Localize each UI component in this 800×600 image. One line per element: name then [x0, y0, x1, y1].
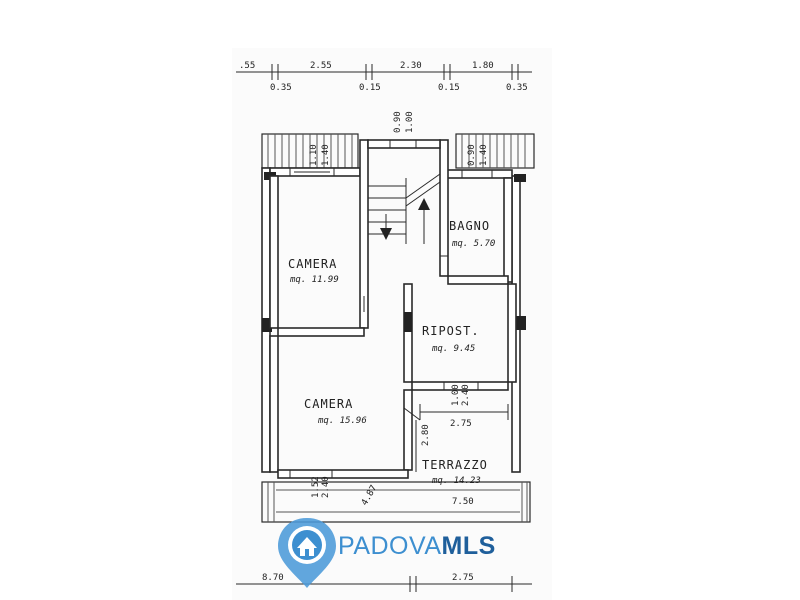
logo-text-mls: MLS	[442, 532, 496, 560]
dim-top-1: 2.55	[310, 61, 332, 71]
room-area-ripostiglio: mq. 9.45	[431, 344, 475, 354]
terrazzo-area	[415, 404, 509, 472]
room-name-ripostiglio: RIPOST.	[422, 324, 480, 338]
dim-balcony-length: 7.50	[452, 497, 474, 507]
dim-door-camera-1: 2.40	[321, 476, 331, 498]
bottom-hatched-balcony	[261, 481, 531, 523]
dim-bottom-0: 8.70	[262, 573, 284, 583]
dim-window-camera-1: 1.40	[321, 144, 331, 166]
room-name-camera-top: CAMERA	[288, 257, 337, 271]
camera-bottom-room	[269, 335, 421, 479]
dim-door-ripost-1: 2.40	[461, 384, 471, 406]
dim-sub-2: 0.15	[438, 83, 460, 93]
room-area-terrazzo: mq. 14.23	[431, 476, 481, 486]
dim-door-ripost-0: 1.00	[451, 384, 461, 406]
room-name-bagno: BAGNO	[449, 219, 490, 233]
top-dimension-line: .55 2.55 2.30 1.80 0.35 0.15 0.15 0.35	[236, 61, 532, 93]
stairwell	[359, 139, 449, 329]
dim-sub-1: 0.15	[359, 83, 381, 93]
dim-sub-0: 0.35	[270, 83, 292, 93]
dim-window-bagno-1: 1.40	[479, 144, 489, 166]
ripostiglio-room	[403, 283, 517, 391]
room-name-camera-bottom: CAMERA	[304, 397, 353, 411]
room-name-terrazzo: TERRAZZO	[422, 458, 488, 472]
dim-window-stair-0: 0.90	[393, 111, 403, 133]
svg-text:PADOVAMLS: PADOVAMLS	[338, 532, 496, 560]
room-area-camera-top: mq. 11.99	[289, 275, 339, 285]
dim-door-camera-0: 1.52	[311, 476, 321, 498]
bottom-dimension-line: 8.70 2.75	[236, 573, 532, 592]
dim-window-camera-0: 1.10	[309, 144, 319, 166]
dim-window-bagno-0: 0.90	[467, 144, 477, 166]
room-area-bagno: mq. 5.70	[451, 239, 495, 249]
bagno-room	[440, 169, 513, 285]
dim-top-0: .55	[239, 61, 255, 71]
dim-top-3: 1.80	[472, 61, 494, 71]
dim-sub-3: 0.35	[506, 83, 528, 93]
dim-top-2: 2.30	[400, 61, 422, 71]
room-area-camera-bottom: mq. 15.96	[317, 416, 367, 426]
padovamls-logo: PADOVAMLS	[278, 518, 496, 588]
location-pin-icon	[278, 518, 336, 588]
dim-bottom-1: 2.75	[452, 573, 474, 583]
paper-sheet	[232, 48, 552, 600]
top-right-hatched-balcony	[455, 133, 535, 169]
dim-terrazzo-width: 2.75	[450, 419, 472, 429]
dim-window-stair-1: 1.00	[405, 111, 415, 133]
logo-text-padova: PADOVA	[338, 532, 442, 560]
camera-top-room	[269, 167, 365, 337]
dim-terrazzo-depth: 2.80	[421, 424, 431, 446]
